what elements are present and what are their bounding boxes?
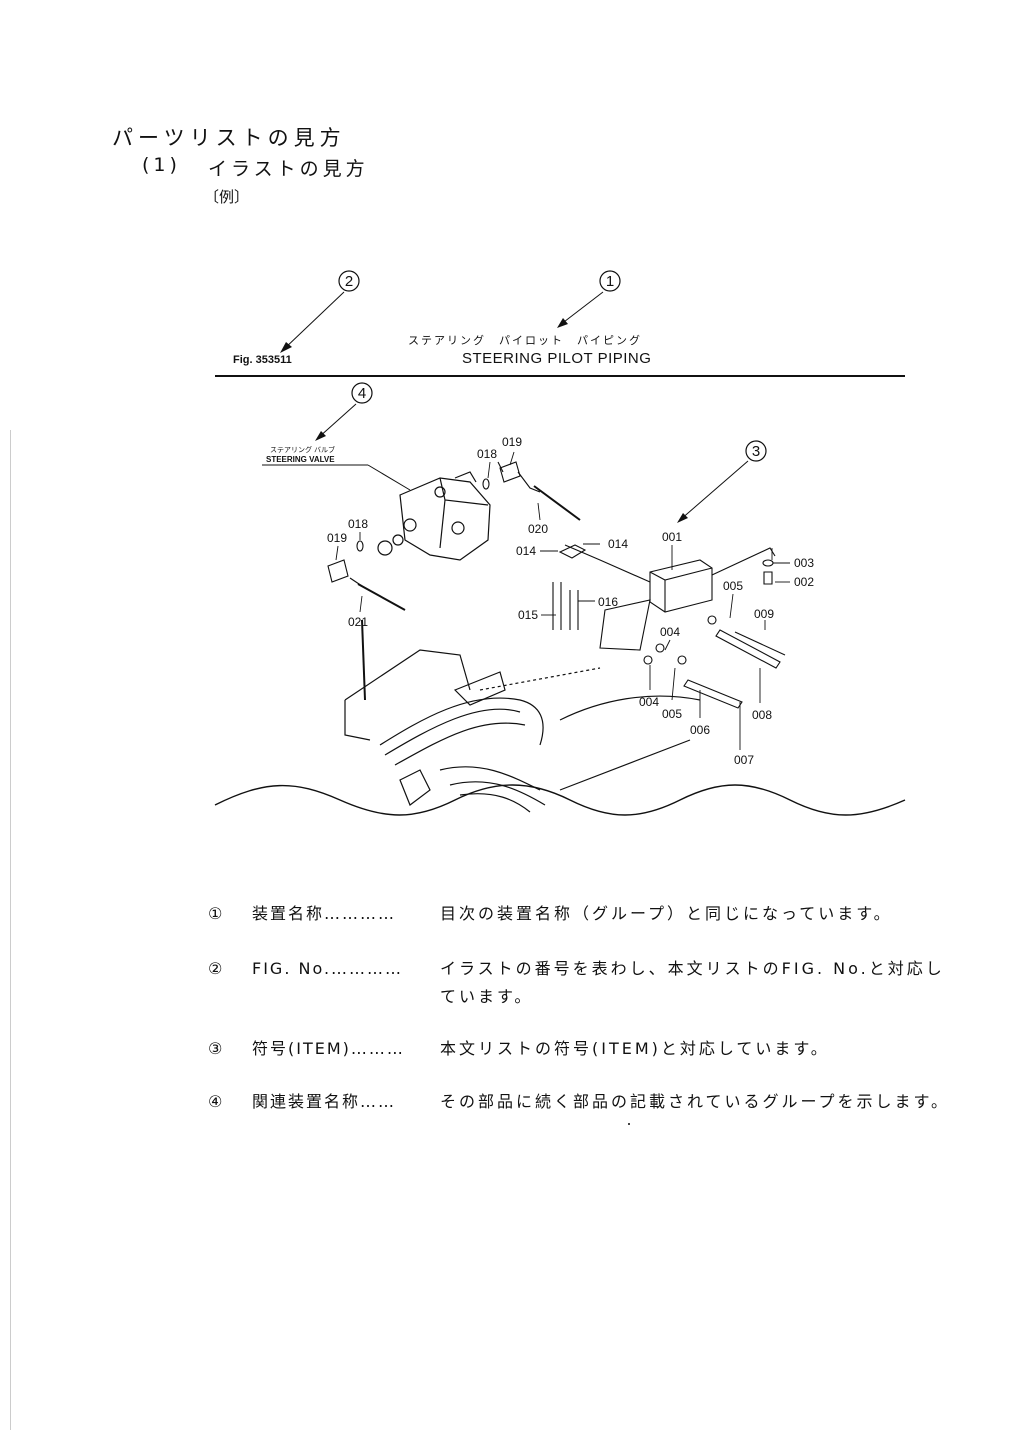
part-label: 014 [608, 537, 628, 551]
part-label: 008 [752, 708, 772, 722]
part-label: 005 [662, 707, 682, 721]
callout-3: 3 [677, 440, 767, 523]
page-edge-line [10, 430, 11, 1430]
legend-mark: ② [208, 959, 223, 978]
machine-body-drawing [344, 619, 701, 813]
section-number: (1) [142, 154, 181, 176]
break-line [214, 784, 906, 816]
part-label: 003 [794, 556, 814, 570]
legend-description: 本文リストの符号(ITEM)と対応しています。 [440, 1039, 830, 1058]
part-label: 015 [518, 608, 538, 622]
part-label: 005 [723, 579, 743, 593]
legend-mark: ① [208, 904, 223, 923]
bracket-drawing [552, 544, 786, 709]
steering-valve-drawing [377, 471, 491, 561]
callout-2: 2 [280, 270, 360, 353]
leader-lines [335, 451, 790, 750]
legend-description: 目次の装置名称（グループ）と同じになっています。 [440, 904, 893, 923]
section-title: イラストの見方 [208, 158, 369, 180]
part-label: 002 [794, 575, 814, 589]
figure-title-en: STEERING PILOT PIPING [462, 350, 652, 367]
part-label: 019 [327, 531, 347, 545]
part-label: 020 [528, 522, 548, 536]
part-label: 009 [754, 607, 774, 621]
part-label: 021 [348, 615, 368, 629]
legend-term: 関連装置名称…… [252, 1092, 397, 1111]
part-label: 004 [639, 695, 659, 709]
legend-description: その部品に続く部品の記載されているグループを示します。 [440, 1092, 950, 1111]
title-rule [215, 375, 905, 377]
related-group-jp: ステアリング バルブ [270, 445, 335, 454]
example-label: 〔例〕 [204, 188, 250, 206]
part-label: 018 [477, 447, 497, 461]
part-label: 016 [598, 595, 618, 609]
part-label: 006 [690, 723, 710, 737]
callout-4: 4 [315, 382, 373, 441]
part-label: 004 [660, 625, 680, 639]
legend-term: FIG. No.………… [252, 959, 404, 978]
part-label: 014 [516, 544, 536, 558]
part-label: 001 [662, 530, 682, 544]
part-label: 007 [734, 753, 754, 767]
page-title: パーツリストの見方 [112, 126, 346, 150]
figure-number: Fig. 353511 [233, 354, 292, 366]
part-label: 019 [502, 435, 522, 449]
legend-description: イラストの番号を表わし、本文リストのFIG. No.と対応しています。 [440, 959, 945, 1006]
legend-term: 符号(ITEM)……… [252, 1039, 405, 1058]
callout-3-number: 3 [752, 443, 760, 460]
callout-1-number: 1 [606, 273, 614, 290]
part-label: 018 [348, 517, 368, 531]
related-group-en: STEERING VALVE [266, 455, 335, 464]
scan-speck [628, 1123, 630, 1125]
legend-mark: ③ [208, 1039, 223, 1058]
callout-2-number: 2 [345, 273, 353, 290]
parts-illustration: 2 1 4 3 ステアリング バルブ STEERING VALVE [214, 270, 906, 816]
legend-mark: ④ [208, 1092, 223, 1111]
callout-4-number: 4 [358, 385, 366, 402]
figure-title-jp: ステアリング パイロット パイピング [408, 334, 642, 347]
callout-1: 1 [557, 270, 621, 328]
fittings-drawing [327, 461, 581, 611]
legend-term: 装置名称………… [252, 904, 397, 923]
